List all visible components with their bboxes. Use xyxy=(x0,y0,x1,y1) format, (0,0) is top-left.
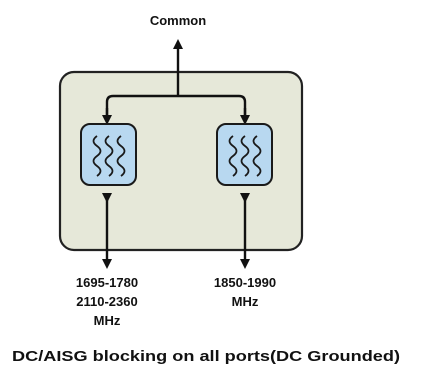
left-filter xyxy=(80,123,137,186)
split-bus xyxy=(105,94,247,122)
bandpass-filter-icon xyxy=(80,123,137,186)
filter-wave-1 xyxy=(92,135,102,177)
left-port-label-line-2: 2110-2360 xyxy=(76,294,137,309)
diagram-caption: DC/AISG blocking on all ports(DC Grounde… xyxy=(12,349,400,365)
filter-wave-2 xyxy=(240,135,250,177)
right-port-label-line-1: 1850-1990 xyxy=(214,275,276,290)
filter-wave-2 xyxy=(104,135,114,177)
filter-wave-3 xyxy=(252,135,262,177)
right-port-label-line-2: MHz xyxy=(232,294,259,309)
filter-wave-1 xyxy=(228,135,238,177)
filter-wave-3 xyxy=(116,135,126,177)
left-port-label-line-3: MHz xyxy=(94,313,121,328)
left-port-label-line-1: 1695-1780 xyxy=(76,275,138,290)
bandpass-filter-icon xyxy=(216,123,273,186)
common-port-label: Common xyxy=(150,13,206,28)
right-filter xyxy=(216,123,273,186)
